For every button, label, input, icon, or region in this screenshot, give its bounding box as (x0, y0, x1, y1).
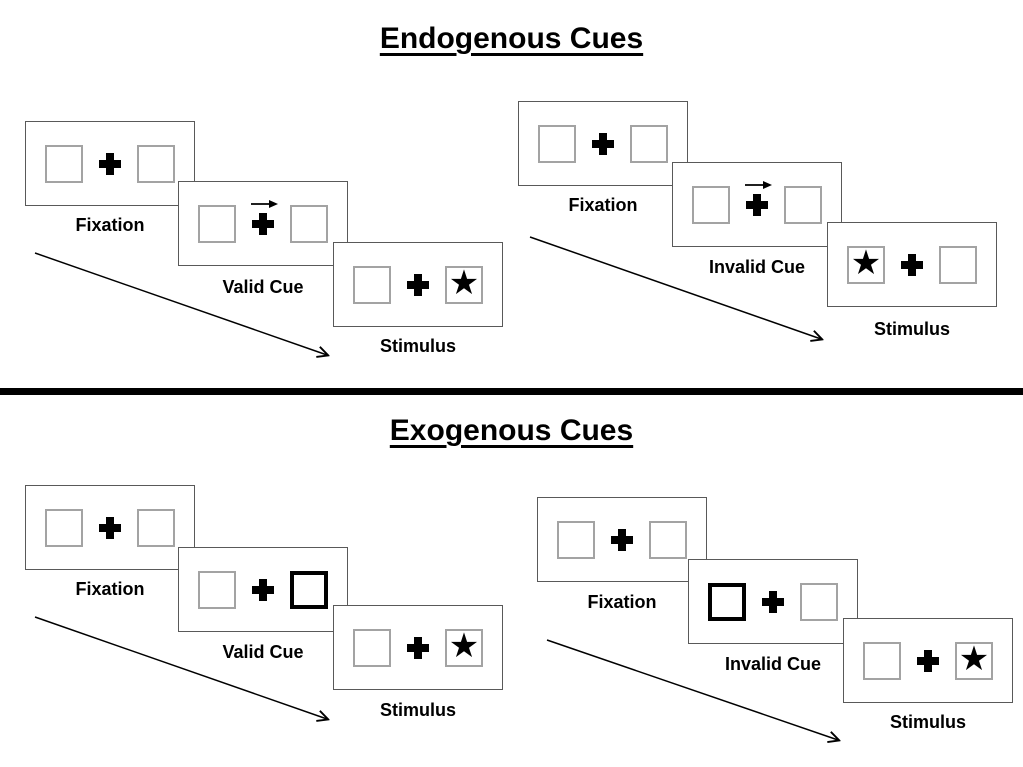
stimulus-panel: ★ (843, 618, 1013, 703)
right-target-box (784, 185, 822, 224)
panel-label: Stimulus (873, 319, 950, 339)
fixation-cross-icon (99, 152, 121, 175)
panel-label: Fixation (75, 215, 145, 235)
invalid-cue-panel (672, 162, 842, 247)
right-target-box (290, 204, 328, 243)
right-target-box (649, 520, 687, 559)
left-target-box: ★ (847, 243, 885, 284)
panel-label: Fixation (75, 579, 145, 599)
fixation-cross-icon (611, 528, 633, 551)
star-stimulus-icon: ★ (448, 263, 480, 303)
stimulus-panel: ★ (333, 242, 503, 327)
fixation-cross-icon (407, 636, 429, 659)
left-target-box-highlighted (708, 582, 746, 621)
left-target-box (45, 144, 83, 183)
star-stimulus-icon: ★ (850, 243, 882, 283)
fixation-cross-icon (592, 132, 614, 155)
star-stimulus-icon: ★ (448, 626, 480, 666)
fixation-cross-icon (901, 253, 923, 276)
fixation-panel (537, 497, 707, 582)
left-target-box (863, 641, 901, 680)
panel-label: Invalid Cue (708, 257, 806, 277)
fixation-panel (25, 485, 195, 570)
valid-cue-panel (178, 547, 348, 632)
timeline-arrow (34, 252, 327, 355)
endogenous-section-title: Endogenous Cues (379, 22, 644, 55)
right-target-box (630, 124, 668, 163)
left-target-box (557, 520, 595, 559)
right-target-box: ★ (955, 639, 993, 680)
fixation-cross-icon (917, 649, 939, 672)
fixation-cross-icon (762, 590, 784, 613)
right-target-box-highlighted (290, 570, 328, 609)
left-target-box (353, 265, 391, 304)
panel-label: Fixation (568, 195, 638, 215)
fixation-cross-icon (99, 516, 121, 539)
exogenous-section-title: Exogenous Cues (389, 414, 634, 447)
stimulus-panel: ★ (333, 605, 503, 690)
invalid-cue-panel (688, 559, 858, 644)
panel-label: Valid Cue (222, 642, 304, 662)
fixation-cross-icon (745, 180, 772, 216)
right-target-box: ★ (445, 626, 483, 667)
right-target-box (939, 245, 977, 284)
fixation-panel (518, 101, 688, 186)
valid-cue-panel (178, 181, 348, 266)
panel-label: Stimulus (379, 700, 456, 720)
left-target-box (538, 124, 576, 163)
left-target-box (45, 508, 83, 547)
section-divider (0, 388, 1023, 395)
left-target-box (353, 628, 391, 667)
timeline-arrow (34, 616, 327, 719)
fixation-cross-icon (252, 578, 274, 601)
right-target-box (137, 144, 175, 183)
left-target-box (198, 204, 236, 243)
left-target-box (198, 570, 236, 609)
cue-arrow-right-icon (251, 199, 278, 208)
cue-arrow-right-icon (745, 180, 772, 189)
right-target-box (137, 508, 175, 547)
star-stimulus-icon: ★ (958, 639, 990, 679)
right-target-box (800, 582, 838, 621)
panel-label: Invalid Cue (724, 654, 822, 674)
panel-label: Fixation (587, 592, 657, 612)
stimulus-panel: ★ (827, 222, 997, 307)
fixation-cross-icon (407, 273, 429, 296)
panel-label: Stimulus (379, 336, 456, 356)
left-target-box (692, 185, 730, 224)
panel-label: Valid Cue (222, 277, 304, 297)
timeline-arrow (529, 236, 821, 339)
fixation-panel (25, 121, 195, 206)
fixation-cross-icon (251, 199, 278, 235)
right-target-box: ★ (445, 263, 483, 304)
panel-label: Stimulus (889, 712, 966, 732)
